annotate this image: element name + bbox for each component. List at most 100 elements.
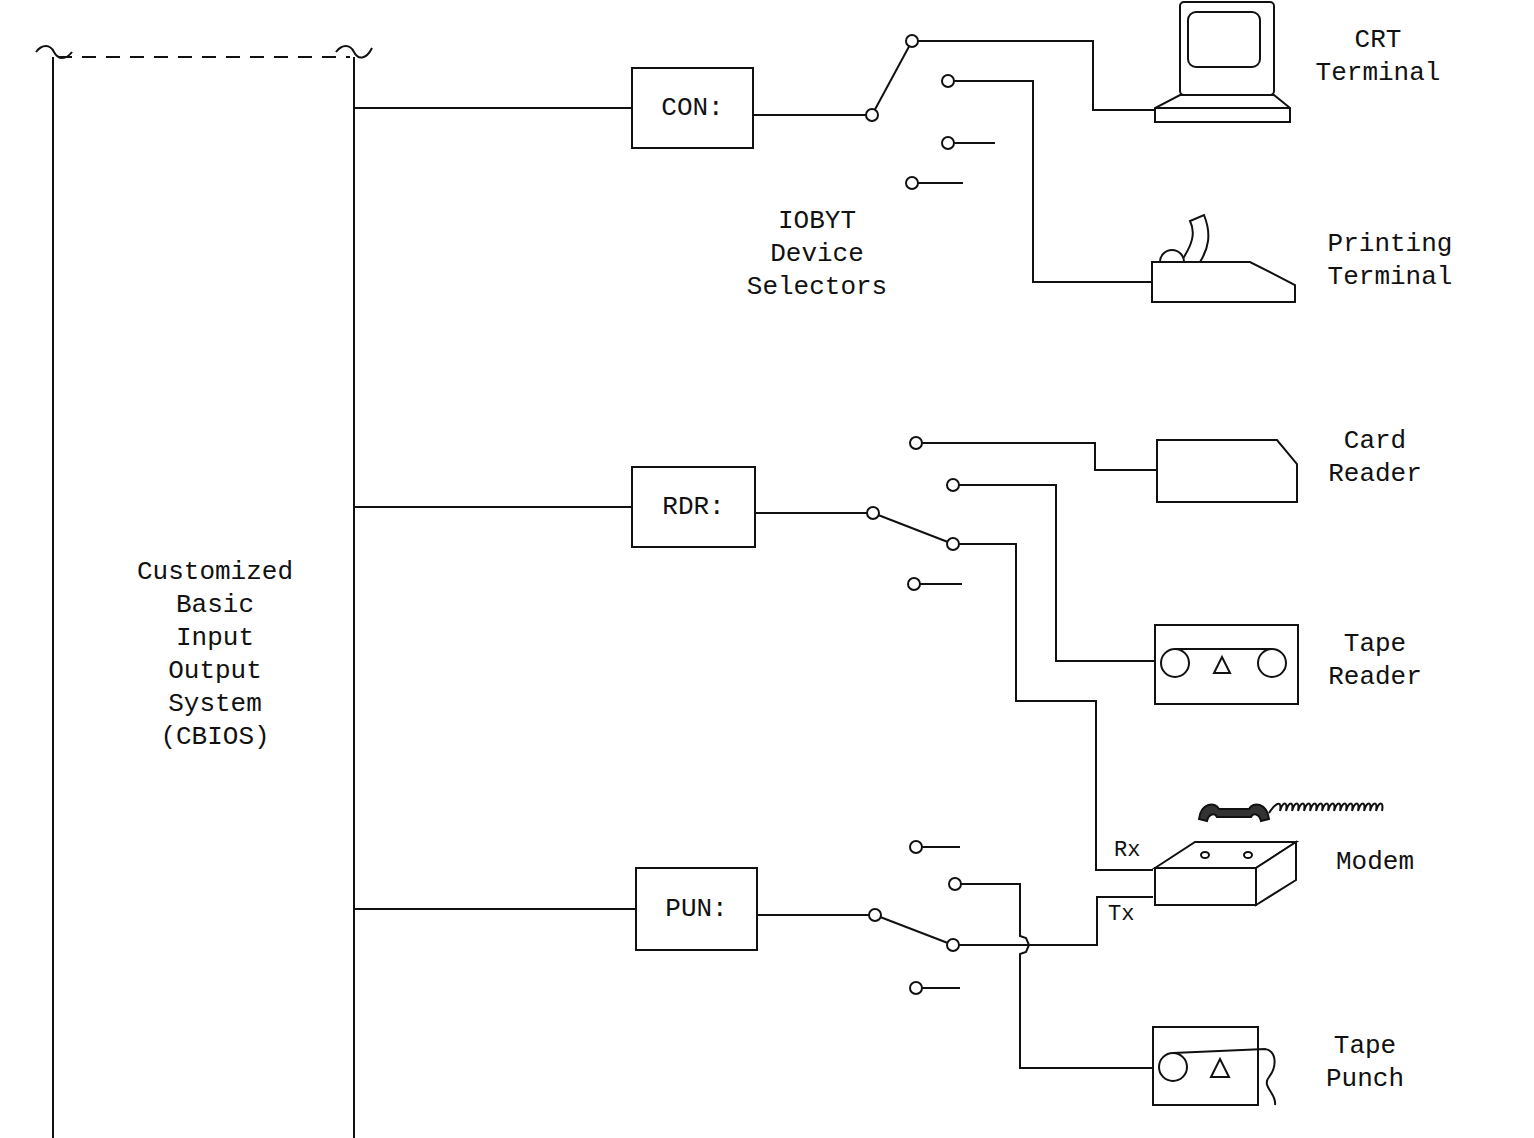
switch-contact <box>906 177 918 189</box>
cbios-right-wall <box>353 57 355 1138</box>
telephone-handset <box>1199 804 1269 821</box>
switch-lever <box>875 915 953 945</box>
device-name: RDR: <box>662 491 724 524</box>
break-tilde <box>36 46 72 58</box>
device-icon <box>1153 795 1296 907</box>
terminal-screen <box>1188 12 1260 67</box>
card-reader-body <box>1157 440 1297 502</box>
wire-connector <box>758 884 1153 1068</box>
tape-reel <box>1258 649 1286 677</box>
switch-contact <box>906 35 918 47</box>
wire-connector <box>354 107 631 109</box>
label-anchor: Rx <box>1112 838 1142 864</box>
device-name: PUN: <box>665 893 727 926</box>
tape-reel <box>1159 1053 1187 1081</box>
block-title: Customized Basic Input Output System (CB… <box>137 556 293 754</box>
contact-stub <box>912 182 963 184</box>
wire-connector <box>354 908 635 910</box>
device-label: Modem <box>1336 846 1414 879</box>
device-node: Tape Punch <box>1153 1027 1405 1105</box>
device-label: CRT Terminal <box>1316 24 1441 90</box>
modem-front <box>1155 868 1256 905</box>
switch-contact <box>910 841 922 853</box>
modem-cup <box>1201 852 1209 858</box>
device-name: CON: <box>661 92 723 125</box>
connector-group <box>354 41 1157 1068</box>
wire-connector <box>754 41 1155 115</box>
signal-name: Tx <box>1106 902 1136 928</box>
switch-contact <box>910 982 922 994</box>
device-illustration <box>1157 440 1297 502</box>
printer-paper-arm <box>1182 215 1208 262</box>
tape-reader-body <box>1155 625 1298 704</box>
printer-platen <box>1160 250 1184 262</box>
punch-head <box>1211 1059 1229 1077</box>
switch-pivot <box>869 909 881 921</box>
device-selector-box: PUN: <box>635 867 758 951</box>
switch-lever <box>873 513 953 544</box>
device-illustration <box>1152 215 1295 302</box>
tape-reel <box>1161 649 1189 677</box>
selector-caption: IOBYT Device Selectors <box>747 205 887 304</box>
switch-contact <box>947 538 959 550</box>
device-node: CRT Terminal <box>1155 2 1441 122</box>
cbios-outline <box>36 46 372 1138</box>
switch-contact <box>949 878 961 890</box>
switch-contacts <box>866 35 961 994</box>
terminal-base <box>1155 95 1290 122</box>
device-illustration <box>1155 2 1290 122</box>
printer-body <box>1152 262 1295 302</box>
label-anchor: IOBYT Device Selectors <box>747 205 887 304</box>
device-label: Printing Terminal <box>1328 228 1453 294</box>
tape-head <box>1214 657 1230 673</box>
tape-path <box>1175 648 1272 650</box>
device-icon <box>1152 215 1295 302</box>
device-selector-box: CON: <box>631 67 754 149</box>
label-anchor: Tx <box>1106 902 1136 928</box>
device-label: Tape Punch <box>1326 1030 1404 1096</box>
modem-cup <box>1244 852 1252 858</box>
switch-contact <box>942 75 954 87</box>
punched-tape <box>1173 1049 1275 1105</box>
switch-lever <box>872 41 912 115</box>
tape-punch-body <box>1153 1027 1258 1105</box>
switch-contact <box>947 479 959 491</box>
telephone-cord <box>1269 804 1382 814</box>
selector-levers <box>872 41 995 988</box>
terminal-base-edge <box>1155 107 1290 109</box>
switch-pivot <box>866 109 878 121</box>
switch-contact <box>908 578 920 590</box>
contact-stub <box>948 142 995 144</box>
switch-pivot <box>867 507 879 519</box>
switch-contact <box>910 437 922 449</box>
wire-connector <box>756 485 1155 661</box>
device-node: Printing Terminal <box>1152 215 1453 302</box>
device-illustration <box>1153 1027 1275 1105</box>
device-label: Tape Reader <box>1328 628 1422 694</box>
break-tilde <box>336 46 372 58</box>
bios-block: Customized Basic Input Output System (CB… <box>53 55 354 1138</box>
device-selector-box: RDR: <box>631 466 756 548</box>
device-node: Card Reader <box>1157 440 1422 502</box>
wire-connector <box>758 897 1153 945</box>
terminal-monitor <box>1180 2 1274 95</box>
device-icon <box>1155 625 1298 704</box>
cbios-break-line <box>58 56 350 58</box>
switch-contact <box>947 939 959 951</box>
device-icon <box>1155 2 1290 122</box>
device-label: Card Reader <box>1328 425 1422 491</box>
wire-connector <box>756 443 1157 513</box>
cbios-left-wall <box>52 57 54 1138</box>
contact-stub <box>914 583 962 585</box>
wire-connector <box>756 513 1153 870</box>
modem-side <box>1256 842 1296 905</box>
signal-name: Rx <box>1112 838 1142 864</box>
device-illustration <box>1155 625 1298 704</box>
wire-connector <box>354 506 631 508</box>
device-icon <box>1157 440 1297 502</box>
device-icon <box>1153 1027 1258 1105</box>
switch-contact <box>942 137 954 149</box>
device-node: Modem <box>1153 795 1415 907</box>
device-node: Tape Reader <box>1155 625 1422 704</box>
